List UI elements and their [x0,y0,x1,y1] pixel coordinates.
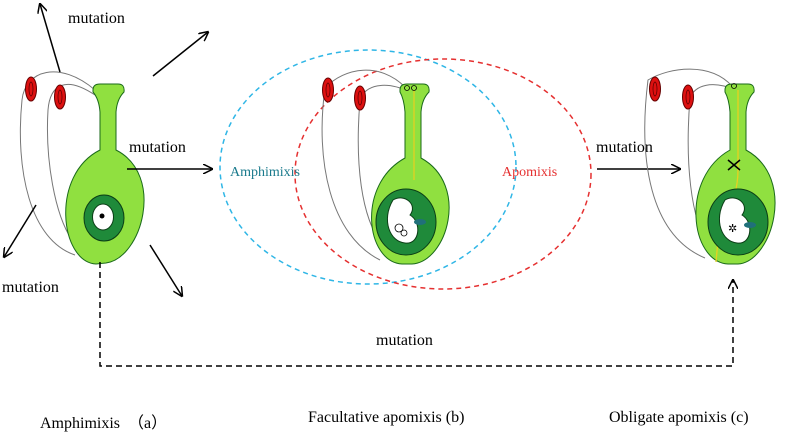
mutation-arrow-downright [149,244,182,296]
apomixis-circle [294,58,592,290]
pollen-a [25,76,66,110]
amphimixis-circle [219,49,517,285]
caption-c: Obligate apomixis (c) [609,409,749,426]
pollen-b [322,77,366,111]
pistil-a [19,71,145,265]
pollen-c [649,76,694,110]
mutation-arrow-downleft [4,204,37,257]
caption-b: Facultative apomixis (b) [308,409,465,426]
pistil-c: ✲ [644,68,776,265]
mutation-arrow-upright [152,32,208,77]
mutation-label-bottom: mutation [376,332,433,349]
mutation-label-a-to-b: mutation [129,139,186,156]
amphimixis-label: Amphimixis [230,165,300,180]
mutation-arrow-up [40,4,61,73]
mutation-label-top: mutation [68,10,125,27]
mutation-dashed-path-a-to-c [99,262,733,367]
apomixis-label: Apomixis [502,165,557,180]
mutation-label-left: mutation [2,279,59,296]
mutation-label-b-to-c: mutation [596,139,653,156]
svg-text:✲: ✲ [728,222,737,235]
caption-a: Amphimixis （a） [40,415,168,432]
pistil-b [321,69,450,265]
